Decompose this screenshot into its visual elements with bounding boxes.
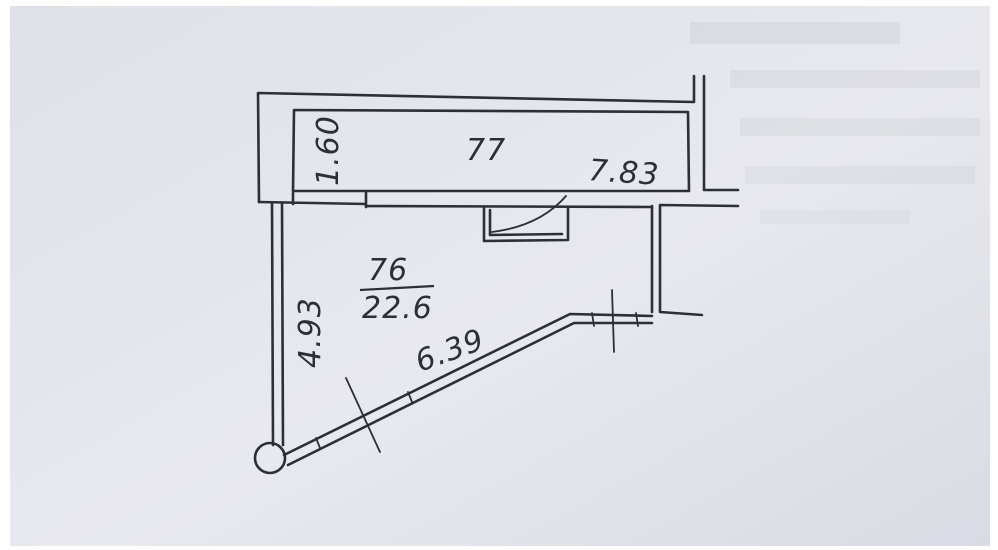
column-circle (253, 441, 287, 475)
room-77-number: 77 (466, 133, 506, 168)
partition-wall (257, 190, 654, 209)
diagonal-wall (282, 312, 654, 467)
right-wall (650, 74, 740, 317)
door-box (482, 206, 570, 243)
room-76-area: 22.6 (362, 291, 433, 326)
room-76-height: 4.93 (293, 297, 328, 368)
room-77-width: 1.60 (311, 115, 346, 186)
dimension-ticks (315, 312, 639, 449)
room-76-number: 76 (368, 253, 408, 288)
left-wall (270, 201, 285, 447)
room-77-length: 7.83 (587, 153, 660, 193)
outer-wall-top (256, 74, 696, 204)
room-77-outline (291, 108, 691, 193)
section-cut-left (345, 377, 381, 453)
fraction-bar (359, 284, 435, 292)
paper-background (10, 6, 990, 546)
door-swing (491, 195, 567, 233)
bleed-through-texture (690, 22, 980, 224)
section-cut-right (611, 289, 615, 353)
